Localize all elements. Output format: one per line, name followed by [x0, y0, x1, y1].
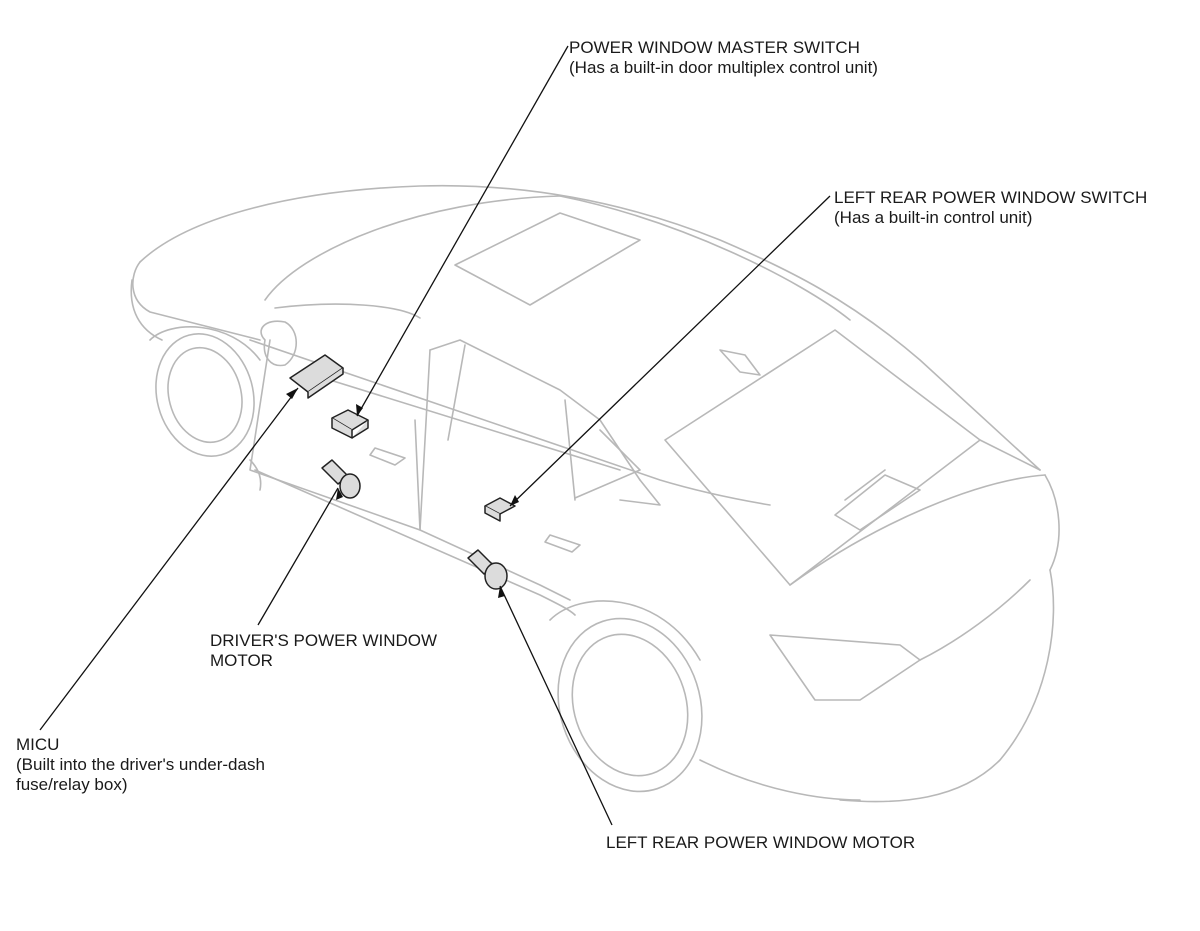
left-rear-motor-arrow [498, 586, 505, 598]
left-rear-motor-label: LEFT REAR POWER WINDOW MOTOR [606, 833, 915, 853]
master-switch-leader [356, 45, 569, 417]
left-rear-switch-side [484, 506, 501, 522]
driver-motor-line2: MOTOR [210, 651, 273, 670]
driver-motor-leader [257, 487, 339, 626]
driver-motor-arrow [336, 488, 343, 500]
leader-lines [39, 45, 831, 826]
master-switch-title: POWER WINDOW MASTER SWITCH [569, 38, 860, 57]
car-body-outline [130, 184, 1060, 803]
micu-box-side [307, 368, 344, 399]
driver-motor-label: DRIVER'S POWER WINDOW MOTOR [210, 631, 437, 671]
driver-motor-body [339, 473, 361, 499]
micu-note2: fuse/relay box) [16, 775, 128, 794]
car-components [289, 354, 516, 590]
left-rear-switch-title: LEFT REAR POWER WINDOW SWITCH [834, 188, 1148, 207]
micu-label: MICU (Built into the driver's under-dash… [16, 735, 265, 795]
master-switch-edge [351, 420, 369, 439]
driver-motor-line1: DRIVER'S POWER WINDOW [210, 631, 438, 650]
master-switch-arrow [356, 404, 363, 416]
left-rear-motor-body [484, 562, 508, 590]
leader-arrowheads [286, 388, 519, 598]
micu-note1: (Built into the driver's under-dash [16, 755, 265, 774]
master-switch-note: (Has a built-in door multiplex control u… [569, 58, 878, 77]
master-switch-side [331, 418, 353, 439]
master-switch-label: POWER WINDOW MASTER SWITCH (Has a built-… [569, 38, 878, 78]
left-rear-switch-leader [509, 195, 831, 507]
left-rear-motor-leader [499, 585, 613, 826]
micu-arrow [286, 388, 298, 399]
left-rear-switch-note: (Has a built-in control unit) [834, 208, 1033, 227]
left-rear-switch-label: LEFT REAR POWER WINDOW SWITCH (Has a bui… [834, 188, 1147, 228]
micu-title: MICU [16, 735, 60, 754]
micu-leader [39, 387, 299, 731]
left-rear-switch-arrow [510, 495, 519, 506]
left-rear-motor-title: LEFT REAR POWER WINDOW MOTOR [606, 833, 916, 852]
